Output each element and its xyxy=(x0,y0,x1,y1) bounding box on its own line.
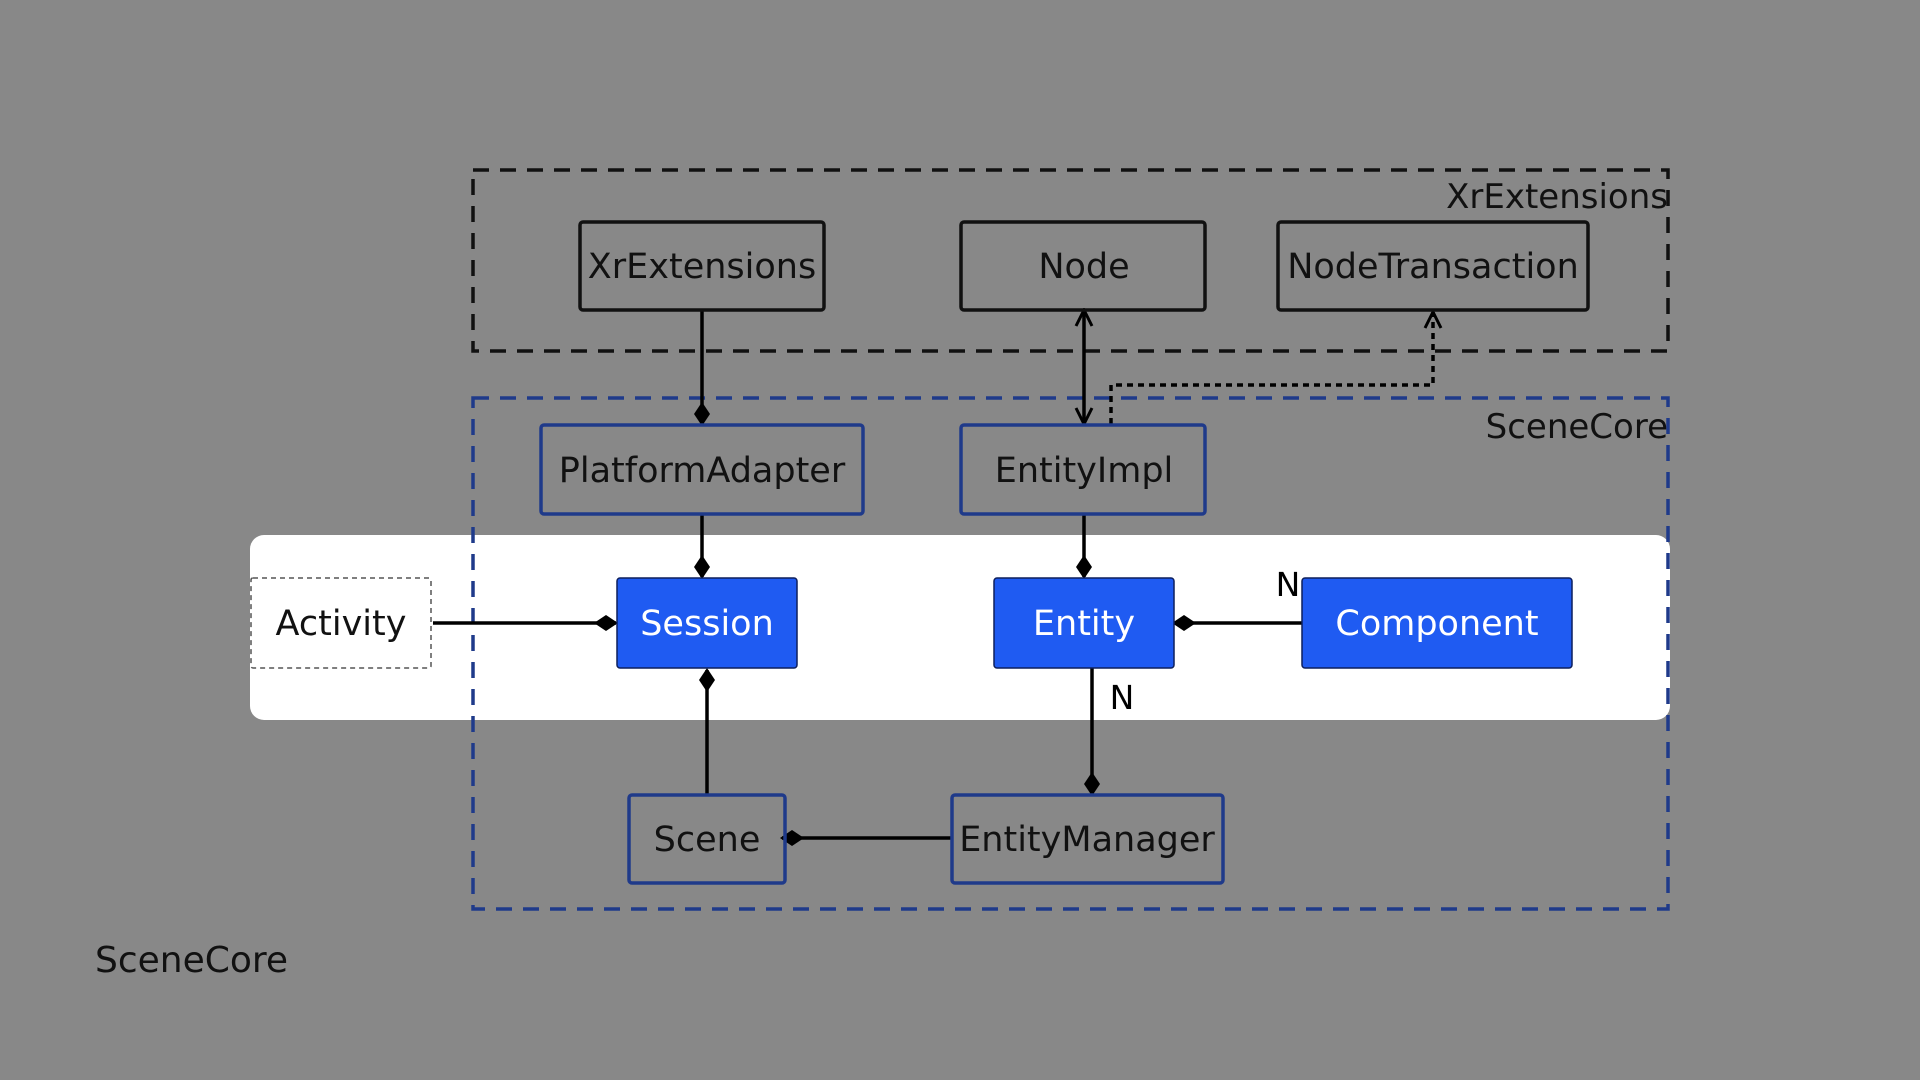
package-xrextensions-label: XrExtensions xyxy=(1446,177,1668,217)
package-scenecore xyxy=(471,396,1670,911)
class-nodetransaction: NodeTransaction xyxy=(1276,220,1590,312)
multiplicity-component: N xyxy=(1276,565,1301,604)
class-platformadapter-label: PlatformAdapter xyxy=(559,451,846,491)
class-session-label: Session xyxy=(640,604,774,644)
class-entityimpl: EntityImpl xyxy=(959,423,1207,516)
class-nodetransaction-label: NodeTransaction xyxy=(1287,247,1579,287)
class-scene: Scene xyxy=(627,793,787,885)
class-node-label: Node xyxy=(1038,247,1129,287)
class-entityimpl-label: EntityImpl xyxy=(995,451,1174,491)
class-entity: Entity xyxy=(993,577,1175,669)
class-activity: Activity xyxy=(250,577,432,669)
class-node: Node xyxy=(959,220,1207,312)
class-component-label: Component xyxy=(1335,604,1538,644)
class-session: Session xyxy=(616,577,798,669)
edge-entityimpl-nodetransaction xyxy=(1109,312,1433,424)
class-entitymanager: EntityManager xyxy=(950,793,1225,885)
class-xrextensions-label: XrExtensions xyxy=(588,247,816,287)
class-component: Component xyxy=(1301,577,1573,669)
class-platformadapter: PlatformAdapter xyxy=(539,423,865,516)
package-scenecore-label: SceneCore xyxy=(1486,407,1668,447)
class-activity-label: Activity xyxy=(276,604,407,644)
multiplicity-entitymanager: N xyxy=(1110,678,1135,717)
package-xrextensions xyxy=(471,168,1670,353)
class-entity-label: Entity xyxy=(1033,604,1135,644)
figure-caption: SceneCore xyxy=(95,940,289,981)
class-entitymanager-label: EntityManager xyxy=(959,820,1215,860)
class-xrextensions: XrExtensions xyxy=(578,220,826,312)
class-scene-label: Scene xyxy=(654,820,761,860)
